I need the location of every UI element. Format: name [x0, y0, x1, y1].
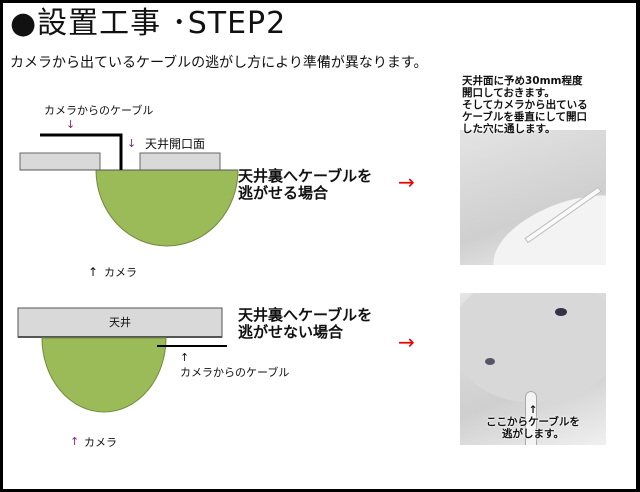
ceiling-right: [139, 152, 221, 171]
up-arrow-icon: ↑: [70, 435, 80, 448]
camera-label-1: カメラ: [104, 266, 137, 279]
caption-line: 逃がします。: [502, 428, 564, 440]
camera-photo-1: [460, 130, 606, 265]
camera-dome-1: [95, 169, 239, 247]
ceiling-bar-2: [17, 307, 223, 338]
cable-label-2: カメラからのケーブル: [180, 366, 290, 379]
down-arrow-icon: ↓: [127, 137, 137, 150]
ceiling-label: 天井: [109, 316, 131, 329]
caption-line: 天井面に予め30mm程度: [462, 75, 583, 87]
case2-heading-line1: 天井裏へケーブルを: [238, 306, 373, 324]
camera-dome-2: [41, 337, 167, 413]
up-arrow-icon: ↑: [88, 265, 99, 279]
camera-photo-2: [460, 293, 606, 445]
caption-line: した穴に通します。: [462, 123, 556, 135]
down-arrow-icon: ↓: [66, 118, 76, 131]
camera-label-2: カメラ: [84, 436, 117, 449]
caption-line: そしてカメラから出ている: [462, 99, 588, 111]
up-arrow-icon: ↑: [180, 351, 190, 364]
up-arrow-icon: ↑: [528, 404, 538, 416]
case1-heading-line2: 逃がせる場合: [238, 184, 329, 202]
ceiling-left: [19, 152, 101, 171]
case1-heading-line1: 天井裏へケーブルを: [238, 167, 373, 185]
caption-line: 開口しておきます。: [462, 87, 555, 99]
right-arrow-icon: →: [398, 330, 415, 354]
right-arrow-icon: →: [398, 170, 415, 194]
photo1-caption: 天井面に予め30mm程度 開口しておきます。 そしてカメラから出ている ケーブル…: [462, 75, 588, 135]
opening-label: 天井開口面: [145, 137, 206, 151]
caption-line: ここからケーブルを: [486, 416, 580, 428]
page-title: ●設置工事 ･STEP2: [10, 6, 287, 41]
cable-1: [40, 133, 123, 170]
photo2-caption: ↑ ここからケーブルを 逃がします。: [478, 404, 588, 440]
case2-heading-line2: 逃がせない場合: [238, 323, 344, 341]
caption-line: ケーブルを垂直にして開口: [462, 111, 588, 123]
page-subtitle: カメラから出ているケーブルの逃がし方により準備が異なります。: [10, 55, 428, 71]
cable-label-1: カメラからのケーブル: [44, 104, 154, 117]
